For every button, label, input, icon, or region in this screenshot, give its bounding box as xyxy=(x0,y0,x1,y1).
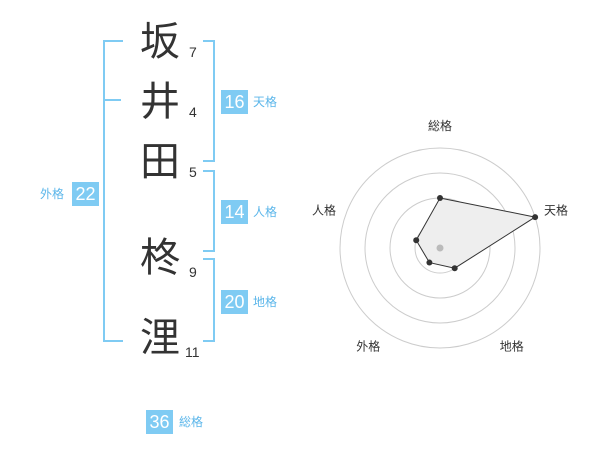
radar-ring xyxy=(339,147,541,349)
tenkaku-label: 天格 xyxy=(253,95,278,109)
chikaku-bracket xyxy=(203,258,215,342)
chikaku-value: 20 xyxy=(221,290,248,314)
stroke-count-4: 9 xyxy=(189,264,197,280)
jinkaku-label: 人格 xyxy=(253,205,278,219)
tenkaku-bracket xyxy=(203,40,215,162)
radar-axis-label-4: 外格 xyxy=(356,339,380,354)
radar-point-2 xyxy=(532,214,539,221)
name-char-1: 坂 xyxy=(140,19,180,65)
gaikaku-bracket xyxy=(103,40,123,342)
radar-point-4 xyxy=(426,259,433,266)
radar-axis-label-1: 総格 xyxy=(428,118,452,133)
radar-axis-label-2: 天格 xyxy=(544,202,568,217)
radar-polygon xyxy=(415,197,537,269)
name-char-2: 井 xyxy=(140,79,180,125)
gaikaku-value: 22 xyxy=(72,182,99,206)
stroke-count-1: 7 xyxy=(189,44,197,60)
radar-axis-label-5: 人格 xyxy=(312,202,336,217)
jinkaku-bracket xyxy=(203,170,215,252)
radar-axis-label-3: 地格 xyxy=(500,339,524,354)
name-char-4: 柊 xyxy=(140,235,180,281)
stroke-count-5: 11 xyxy=(185,344,200,360)
gaikaku-bracket-tick xyxy=(105,99,121,101)
radar-point-1 xyxy=(437,195,443,201)
soukaku-value: 36 xyxy=(146,410,173,434)
tenkaku-value: 16 xyxy=(221,90,248,114)
stroke-count-3: 5 xyxy=(189,164,197,180)
radar-point-3 xyxy=(451,265,458,272)
stroke-count-2: 4 xyxy=(189,104,197,120)
gaikaku-label: 外格 xyxy=(40,187,65,201)
radar-center-dot xyxy=(436,244,444,252)
name-char-3: 田 xyxy=(140,139,180,185)
radar-point-5 xyxy=(413,237,420,244)
chikaku-label: 地格 xyxy=(253,295,278,309)
radar-ring xyxy=(364,172,516,324)
name-char-5: 浬 xyxy=(140,315,180,361)
jinkaku-value: 14 xyxy=(221,200,248,224)
soukaku-label: 総格 xyxy=(179,415,204,429)
